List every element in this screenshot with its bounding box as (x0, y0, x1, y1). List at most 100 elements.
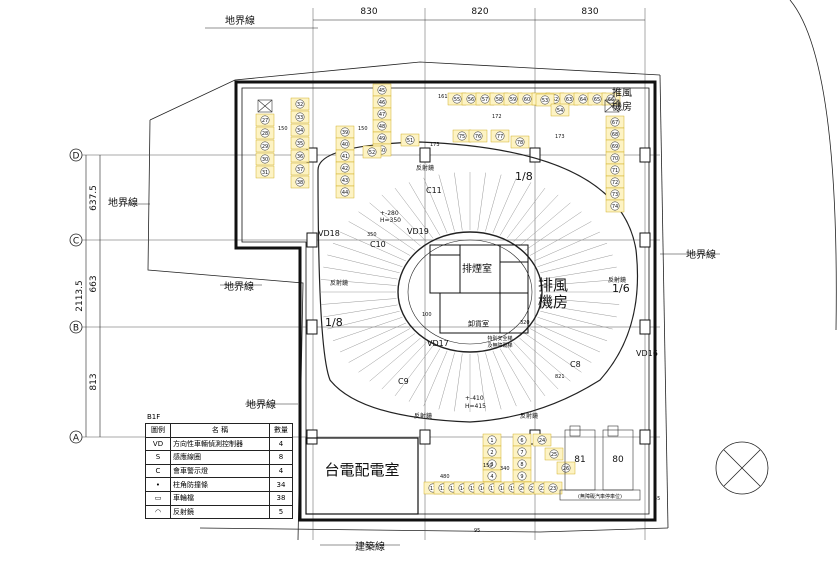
tag-vd16: VD16 (636, 349, 658, 358)
legend-header-count: 數量 (269, 423, 293, 438)
parking-space-marker (610, 141, 620, 151)
parking-space-number: 25 (551, 452, 557, 458)
legend-row: VD 方向性車輛偵測控制器 4 (145, 436, 293, 452)
parking-space-marker (561, 463, 571, 473)
ramp-stripe (408, 182, 441, 236)
parking-space-marker (610, 129, 620, 139)
parking-space-marker (487, 471, 497, 481)
tag-c10: C10 (370, 240, 386, 249)
legend-symbol-c: C (145, 463, 171, 479)
parking-space-number: 62 (552, 97, 558, 103)
parking-space-number: 64 (580, 97, 586, 103)
dim-top-1: 830 (360, 7, 377, 17)
ramp-stripe (408, 348, 441, 402)
parking-space-number: 45 (379, 88, 385, 94)
tag-vd18: VD18 (318, 229, 340, 238)
parking-space-number: 14 (460, 486, 466, 492)
ramp-stripe (524, 333, 582, 373)
ramp-stripe (499, 348, 532, 402)
ramp-stripe (529, 221, 592, 256)
parking-space-marker (495, 131, 505, 141)
ramp-geometry (317, 141, 639, 423)
parking-space-number: 39 (342, 130, 348, 136)
ramp-stripe (320, 279, 397, 286)
inner-dim-7: 350 (367, 232, 377, 238)
parking-space-marker (260, 167, 270, 177)
ramp-slope-north: 1/8 (515, 170, 533, 183)
exhaust-shaft-label: 排煙室 (462, 262, 492, 275)
parking-space-marker (548, 483, 558, 493)
device-tags: VD18 VD19 VD17 VD16 C11 C10 C9 C8 反射鏡 反射… (318, 164, 658, 420)
parking-space-marker (610, 153, 620, 163)
ramp-stripe (454, 353, 463, 412)
ramp-stripe (537, 242, 608, 268)
parking-space-marker (295, 99, 305, 109)
parking-space-number: 7 (520, 450, 523, 456)
ramp-stripe (358, 211, 416, 251)
parking-space-marker (340, 175, 350, 185)
level-lower-2: H=415 (465, 403, 486, 410)
parking-space-marker (537, 435, 547, 445)
manhole-icon (715, 441, 769, 495)
accessible-space-80: 80 (612, 455, 624, 465)
parking-space-number: 37 (297, 167, 303, 173)
grid-label-d: D (73, 152, 80, 162)
legend-name: 反射鏡 (170, 504, 270, 520)
ramp-stripe (492, 177, 517, 234)
exhaust-room-label-1: 排風 (538, 276, 568, 294)
inner-dim-2: 150 (358, 126, 368, 132)
ramp-stripe (477, 172, 486, 231)
legend-name: 方向性車輛偵測控制器 (170, 436, 270, 452)
parking-space-number: 60 (524, 97, 530, 103)
parking-space-number: 43 (342, 178, 348, 184)
parking-space-number: 36 (297, 154, 303, 160)
ramp-stripe (323, 266, 398, 280)
parking-space-marker (452, 94, 462, 104)
parking-space-number: 68 (612, 132, 618, 138)
parking-space-number: 69 (612, 144, 618, 150)
parking-space-number: 1 (490, 438, 493, 444)
legend-name: 車輪檔 (170, 490, 270, 506)
parking-space-number: 58 (496, 97, 502, 103)
parking-space-number: 16 (480, 486, 486, 492)
ramp-stripe (506, 345, 546, 397)
dim-top-3: 830 (581, 7, 598, 17)
exhaust-room-label-2: 機房 (538, 293, 568, 311)
parking-space-number: 26 (563, 466, 569, 472)
parking-space-marker (578, 94, 588, 104)
ramp-stripe (524, 211, 582, 251)
parking-space-number: 76 (475, 134, 481, 140)
ramp-stripe (394, 187, 434, 239)
parking-space-number: 67 (612, 120, 618, 126)
tag-c9: C9 (398, 377, 409, 386)
parking-space-marker (466, 94, 476, 104)
dim-top-2: 820 (471, 7, 488, 17)
parking-space-marker (295, 164, 305, 174)
parking-space-number: 47 (379, 112, 385, 118)
inner-dim-3: 161 (438, 94, 448, 100)
ramp-stripe (332, 242, 403, 268)
legend-symbol-wheelstop: ▭ (145, 490, 171, 506)
parking-space-number: 32 (297, 102, 303, 108)
parking-space-number: 53 (542, 98, 548, 104)
parking-space-marker (367, 147, 377, 157)
ramp-stripe (327, 310, 400, 330)
legend-row: S 感應線圈 8 (145, 450, 293, 465)
boundary-label-right: 地界線 (686, 248, 716, 261)
parking-space-number: 23 (550, 486, 556, 492)
tag-mirror-1: 反射鏡 (416, 164, 434, 172)
grid-label-b: B (73, 324, 79, 334)
parking-space-number: 72 (612, 180, 618, 186)
tag-mirror-4: 反射鏡 (414, 412, 432, 420)
parking-space-number: 52 (369, 150, 375, 156)
parking-space-number: 50 (379, 148, 385, 154)
inner-dim-9: 480 (440, 474, 450, 480)
level-upper-1: +-280 (380, 210, 399, 217)
legend-count: 5 (269, 504, 293, 520)
grid-bubbles: D C B A (69, 148, 83, 444)
parking-space-number: 27 (262, 118, 268, 124)
parking-space-number: 28 (262, 131, 268, 137)
accessible-spaces (559, 425, 641, 501)
parking-space-marker (340, 139, 350, 149)
stair-note-2: 及無障礙梯 (487, 342, 512, 349)
